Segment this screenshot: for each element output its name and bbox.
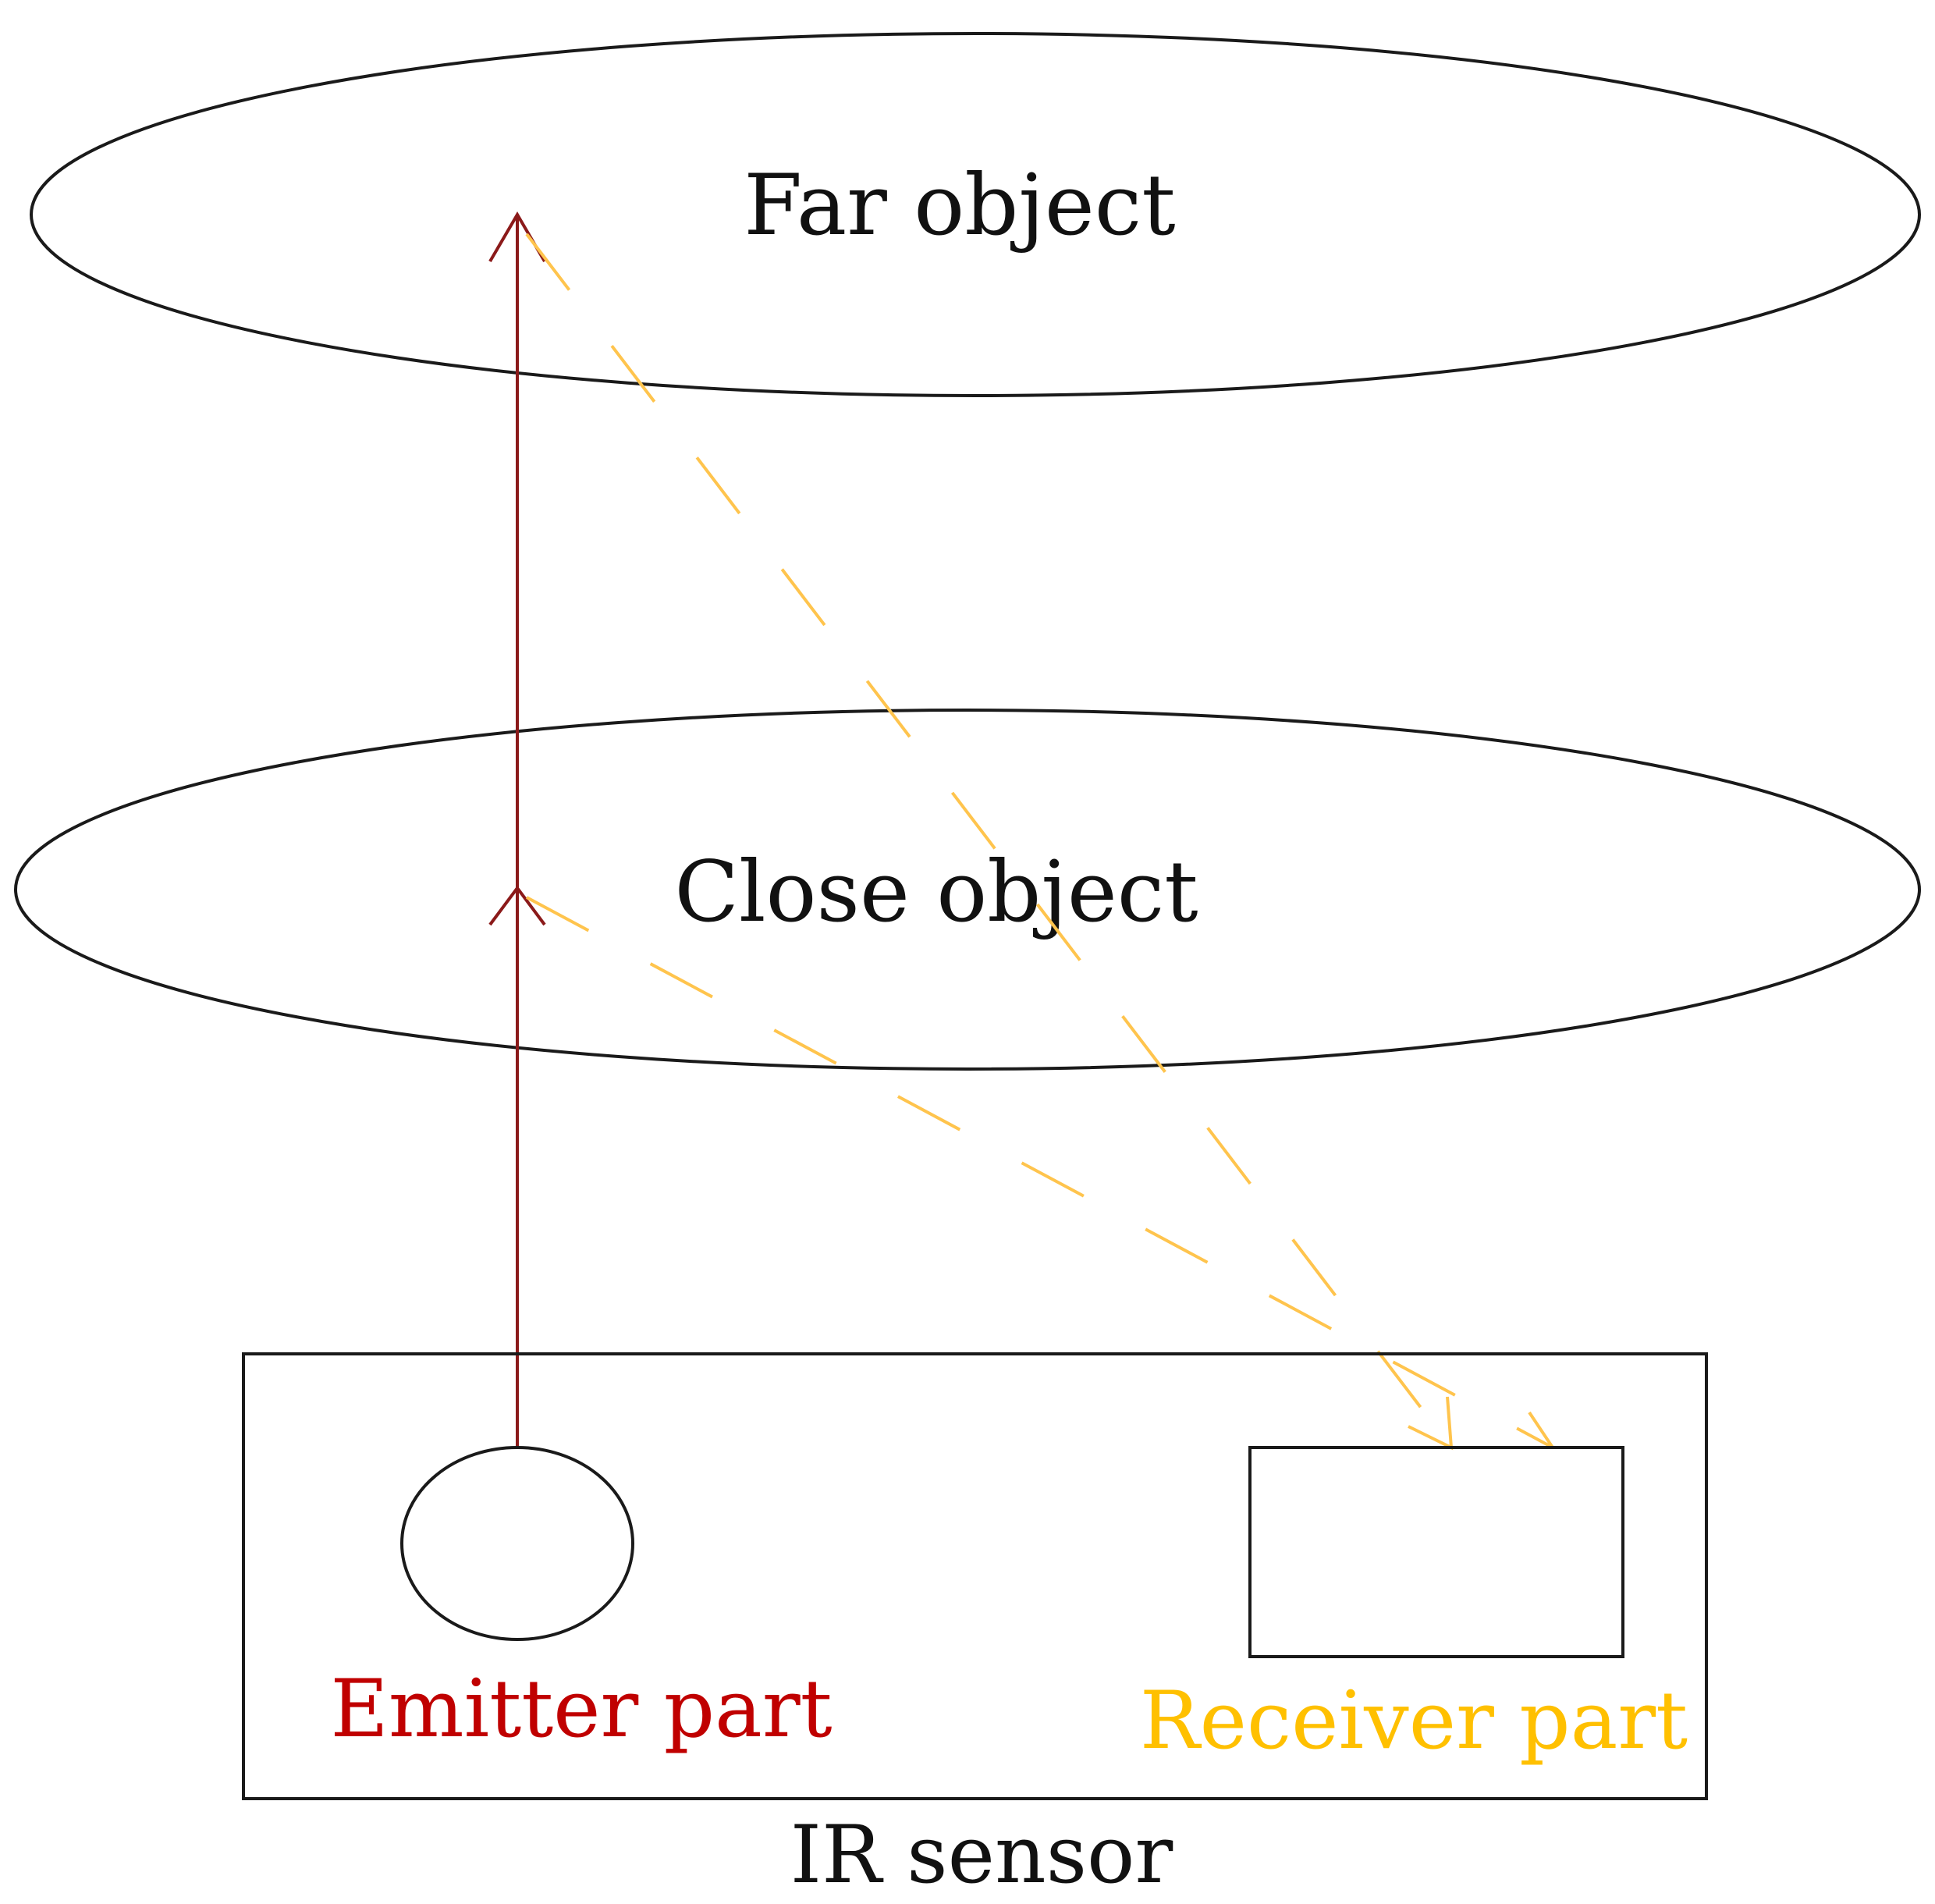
ir-sensor-box bbox=[242, 1352, 1708, 1800]
close-emitter-arrowhead bbox=[488, 885, 546, 926]
emitter-label: Emitter part bbox=[330, 1663, 832, 1756]
ir-sensor-label: IR sensor bbox=[790, 1809, 1173, 1902]
close-reflected-ray bbox=[526, 896, 1553, 1449]
receiver-rect bbox=[1248, 1446, 1624, 1658]
receiver-label: Receiver part bbox=[1140, 1675, 1688, 1767]
emitter-circle bbox=[400, 1446, 634, 1641]
far-object-label: Far object bbox=[744, 157, 1175, 254]
far-object-ellipse bbox=[30, 32, 1921, 397]
far-reflected-ray bbox=[525, 233, 1453, 1449]
far-reflected-arrowhead bbox=[1408, 1396, 1454, 1451]
close-object-ellipse bbox=[14, 709, 1921, 1071]
close-object-label: Close object bbox=[674, 844, 1198, 941]
